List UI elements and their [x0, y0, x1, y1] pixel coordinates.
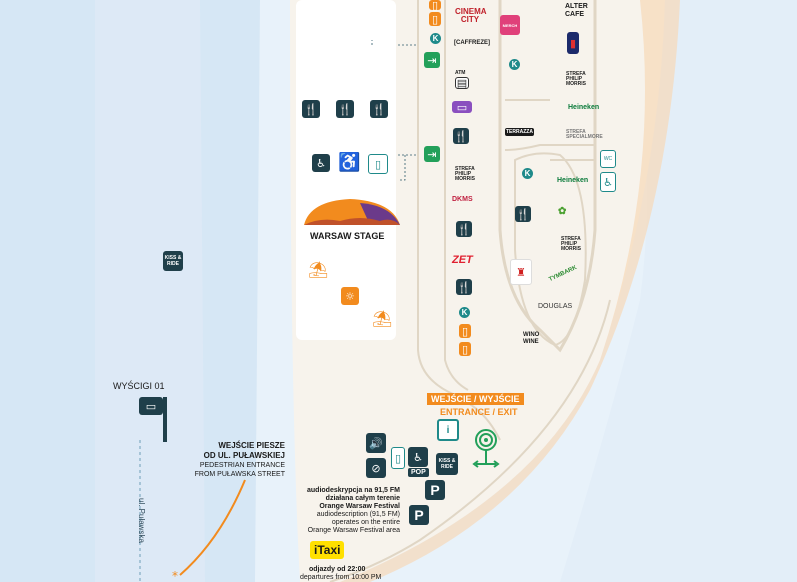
ticket-icon[interactable]: ▭	[452, 101, 472, 114]
bike-parking-icon[interactable]: P	[409, 505, 429, 525]
wino-logo: WINO WINE	[523, 332, 540, 345]
kiss-and-ride-right-icon[interactable]: KISS & RIDE	[436, 453, 458, 475]
dkms-logo: DKMS	[452, 196, 473, 203]
douglas-logo: DOUGLAS	[538, 303, 573, 310]
hearing-loop-icon[interactable]: ♿	[312, 154, 330, 172]
tree-meeting-point-icon[interactable]	[472, 428, 500, 470]
food-icon[interactable]: 🍴	[456, 279, 472, 295]
audio-pl-line1: audiodeskrypcja na 91,5 FM	[307, 487, 400, 494]
bus-stop-label: WYŚCIGI 01	[113, 381, 165, 391]
food-icon[interactable]: 🍴	[453, 128, 469, 144]
phone-charging-icon[interactable]: ▯	[429, 12, 441, 26]
phone-charging-icon[interactable]: ▯	[368, 154, 388, 174]
chillout-zone-icon[interactable]: ☼	[341, 287, 359, 305]
terrazza-logo: TERRAZZA	[505, 128, 534, 136]
emergency-exit-icon[interactable]: ⇥	[424, 52, 440, 68]
food-icon[interactable]: 🍴	[302, 100, 320, 118]
bus-icon[interactable]: ▭	[139, 397, 163, 415]
cinema-city-logo: CINEMA CITY	[455, 7, 487, 24]
audio-en-line1: audiodescription (91,5 FM)	[316, 511, 400, 518]
stage-name: WARSAW STAGE	[310, 231, 385, 241]
parking-icon[interactable]: P	[425, 480, 445, 500]
strefa-philip-morris: STREFA PHILIP MORRIS	[455, 166, 475, 182]
energy-drink-icon: ▮	[567, 32, 579, 54]
pedestrian-entrance-pl-line2: OD UL. PUŁAWSKIEJ	[203, 451, 285, 460]
wheelchair-icon[interactable]: ♿	[338, 152, 361, 172]
taxi-departures-en: departures from 10:00 PM	[300, 574, 382, 581]
k-circle-icon[interactable]: K	[459, 307, 470, 318]
heineken-logo: Heineken	[557, 177, 589, 184]
k-circle-icon[interactable]: K	[509, 59, 520, 70]
entrance-label-pl: WEJŚCIE / WYJŚCIE	[427, 393, 524, 405]
phone-charging-icon[interactable]: ▯	[459, 342, 471, 356]
phone-charging-icon[interactable]: ▯	[429, 0, 441, 12]
pedestrian-entrance-en-line1: PEDESTRIAN ENTRANCE	[199, 462, 285, 469]
wheelchair-icon[interactable]: ♿	[600, 172, 616, 192]
strefa-philip-morris: STREFA PHILIP MORRIS	[566, 71, 586, 87]
crest-icon: ♜	[510, 259, 532, 285]
wheelchair-icon[interactable]: ♿	[408, 447, 428, 467]
strefa-philip-morris: STREFA PHILIP MORRIS	[561, 236, 581, 252]
pop-label: POP	[408, 468, 429, 477]
kiss-and-ride-left-icon[interactable]: KISS & RIDE	[163, 251, 183, 271]
k-circle-icon[interactable]: K	[430, 33, 441, 44]
phone-charging-icon[interactable]: ▯	[459, 324, 471, 338]
audio-pl-line3: Orange Warsaw Festival	[319, 503, 400, 510]
info-icon[interactable]: i	[437, 419, 459, 441]
green-brand-logo: ✿	[558, 206, 567, 217]
deck-chair-icon: ⛱	[372, 311, 393, 328]
alter-cafe-logo: ALTER CAFE	[565, 3, 588, 18]
entrance-label-en: ENTRANCE / EXIT	[440, 407, 518, 417]
deck-chair-icon: ⛱	[308, 262, 329, 279]
heineken-logo: Heineken	[568, 104, 600, 111]
zet-logo: ZET	[452, 254, 473, 266]
svg-text:*: *	[172, 569, 178, 582]
phone-charging-icon[interactable]: ▯	[391, 447, 405, 469]
merch-tile[interactable]: MERCH	[500, 15, 520, 35]
hearing-loop-icon[interactable]: ⊘	[366, 458, 386, 478]
emergency-exit-icon[interactable]: ⇥	[424, 146, 440, 162]
food-icon[interactable]: 🍴	[370, 100, 388, 118]
taxi-departures-pl: odjazdy od 22:00	[309, 566, 366, 573]
food-icon[interactable]: 🍴	[456, 221, 472, 237]
caffreze-logo: [CAFFREZE]	[454, 40, 490, 46]
audio-en-line3: Orange Warsaw Festival area	[307, 527, 400, 534]
pedestrian-entrance-pl-line1: WEJŚCIE PIESZE	[218, 441, 285, 450]
hearing-loop-icon[interactable]: 🔊	[366, 433, 386, 453]
food-icon[interactable]: 🍴	[336, 100, 354, 118]
pedestrian-entrance-en-line2: FROM PUŁAWSKA STREET	[194, 471, 285, 478]
stage-illustration	[304, 199, 400, 225]
k-circle-icon[interactable]: K	[522, 168, 533, 179]
audio-pl-line2: działana całym terenie	[325, 495, 400, 502]
audio-en-line2: operates on the entire	[331, 519, 400, 526]
strefa-specialmore: STREFA SPECIALMORE	[566, 129, 603, 140]
street-name: ul. Puławska	[137, 498, 146, 543]
wc-icon[interactable]: WC	[600, 150, 616, 168]
itaxi-logo[interactable]: iTaxi	[310, 541, 345, 559]
atm-label: ATM	[455, 70, 466, 76]
food-icon[interactable]: 🍴	[515, 206, 531, 222]
atm-icon[interactable]: ▤	[455, 76, 469, 90]
